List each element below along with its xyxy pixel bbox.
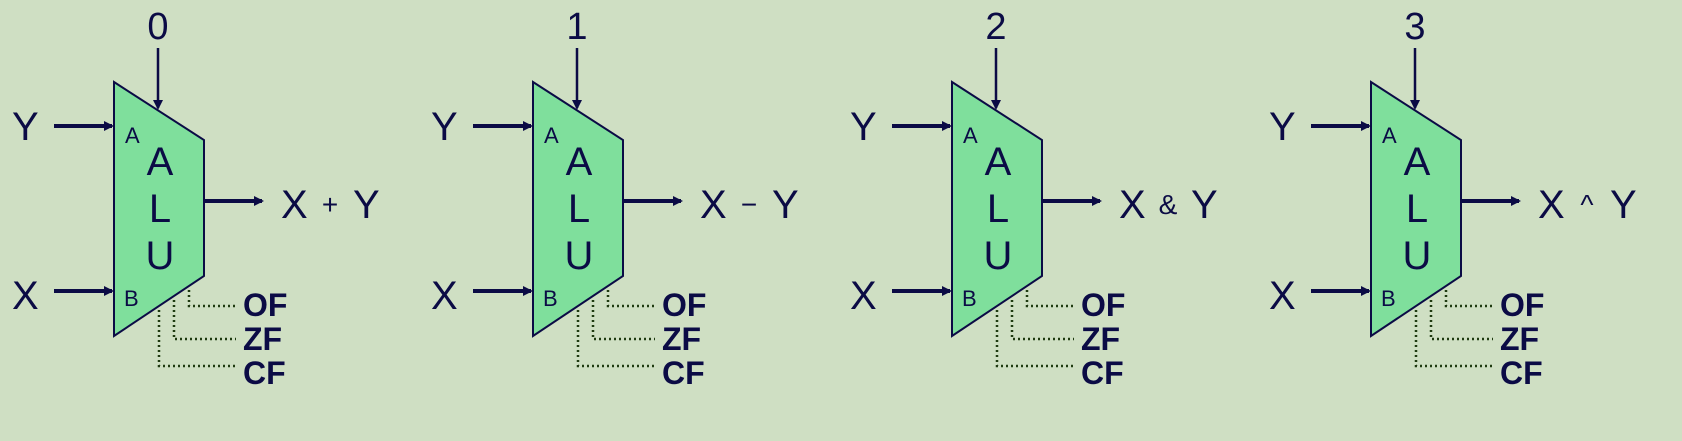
flag-wire-of (187, 290, 236, 308)
alu-body (113, 80, 205, 338)
alu-letter-u: U (146, 234, 175, 278)
flag-cf: CF (1500, 355, 1543, 391)
flag-wire-of (1025, 290, 1074, 308)
flag-of: OF (1081, 287, 1125, 323)
alu-letter-l: L (568, 187, 590, 231)
port-b-label: B (1381, 286, 1396, 311)
flag-of: OF (662, 287, 706, 323)
flag-zf: ZF (243, 321, 282, 357)
alu-body (951, 80, 1043, 338)
input-x-label: X (1269, 274, 1296, 318)
result-operator: ^ (1580, 189, 1593, 220)
input-x-label: X (431, 274, 458, 318)
op-code-label: 0 (147, 6, 168, 48)
alu-letter-u: U (984, 234, 1013, 278)
alu-letter-l: L (987, 187, 1009, 231)
result-lhs: X (1119, 183, 1146, 227)
alu-letter-u: U (1403, 234, 1432, 278)
port-b-label: B (543, 286, 558, 311)
port-b-label: B (124, 286, 139, 311)
alu-letter-a: A (985, 140, 1012, 184)
flag-of: OF (243, 287, 287, 323)
port-b-label: B (962, 286, 977, 311)
alu-letter-u: U (565, 234, 594, 278)
result-lhs: X (281, 183, 308, 227)
flag-wire-zf (1429, 300, 1493, 341)
input-y-label: Y (1269, 105, 1296, 149)
input-y-label: Y (431, 105, 458, 149)
alu-letter-l: L (1406, 187, 1428, 231)
result-lhs: X (700, 183, 727, 227)
flag-wire-cf (1414, 310, 1493, 368)
op-code-label: 3 (1404, 6, 1425, 48)
flag-cf: CF (1081, 355, 1124, 391)
flag-zf: ZF (1081, 321, 1120, 357)
flag-wire-of (606, 290, 655, 308)
result-operator: + (322, 189, 338, 220)
flag-cf: CF (243, 355, 286, 391)
flag-wire-of (1444, 290, 1493, 308)
op-code-label: 2 (985, 6, 1006, 48)
alu-body (532, 80, 624, 338)
op-code-label: 1 (566, 6, 587, 48)
flag-wire-cf (157, 310, 236, 368)
flag-wire-zf (1010, 300, 1074, 341)
flag-cf: CF (662, 355, 705, 391)
flag-zf: ZF (662, 321, 701, 357)
result-rhs: Y (1610, 183, 1637, 227)
input-y-label: Y (12, 105, 39, 149)
flag-wire-zf (172, 300, 236, 341)
port-a-label: A (125, 123, 140, 148)
alu-letter-a: A (566, 140, 593, 184)
flag-wire-cf (995, 310, 1074, 368)
result-rhs: Y (772, 183, 799, 227)
result-rhs: Y (1191, 183, 1218, 227)
input-x-label: X (12, 274, 39, 318)
result-operator: − (741, 189, 757, 220)
input-y-label: Y (850, 105, 877, 149)
port-a-label: A (1382, 123, 1397, 148)
alu-letter-a: A (1404, 140, 1431, 184)
port-a-label: A (544, 123, 559, 148)
flag-zf: ZF (1500, 321, 1539, 357)
result-operator: & (1159, 189, 1178, 220)
alu-letter-l: L (149, 187, 171, 231)
flag-wire-cf (576, 310, 655, 368)
alu-letter-a: A (147, 140, 174, 184)
flag-wire-zf (591, 300, 655, 341)
flag-of: OF (1500, 287, 1544, 323)
result-rhs: Y (353, 183, 380, 227)
port-a-label: A (963, 123, 978, 148)
alu-body (1370, 80, 1462, 338)
input-x-label: X (850, 274, 877, 318)
result-lhs: X (1538, 183, 1565, 227)
